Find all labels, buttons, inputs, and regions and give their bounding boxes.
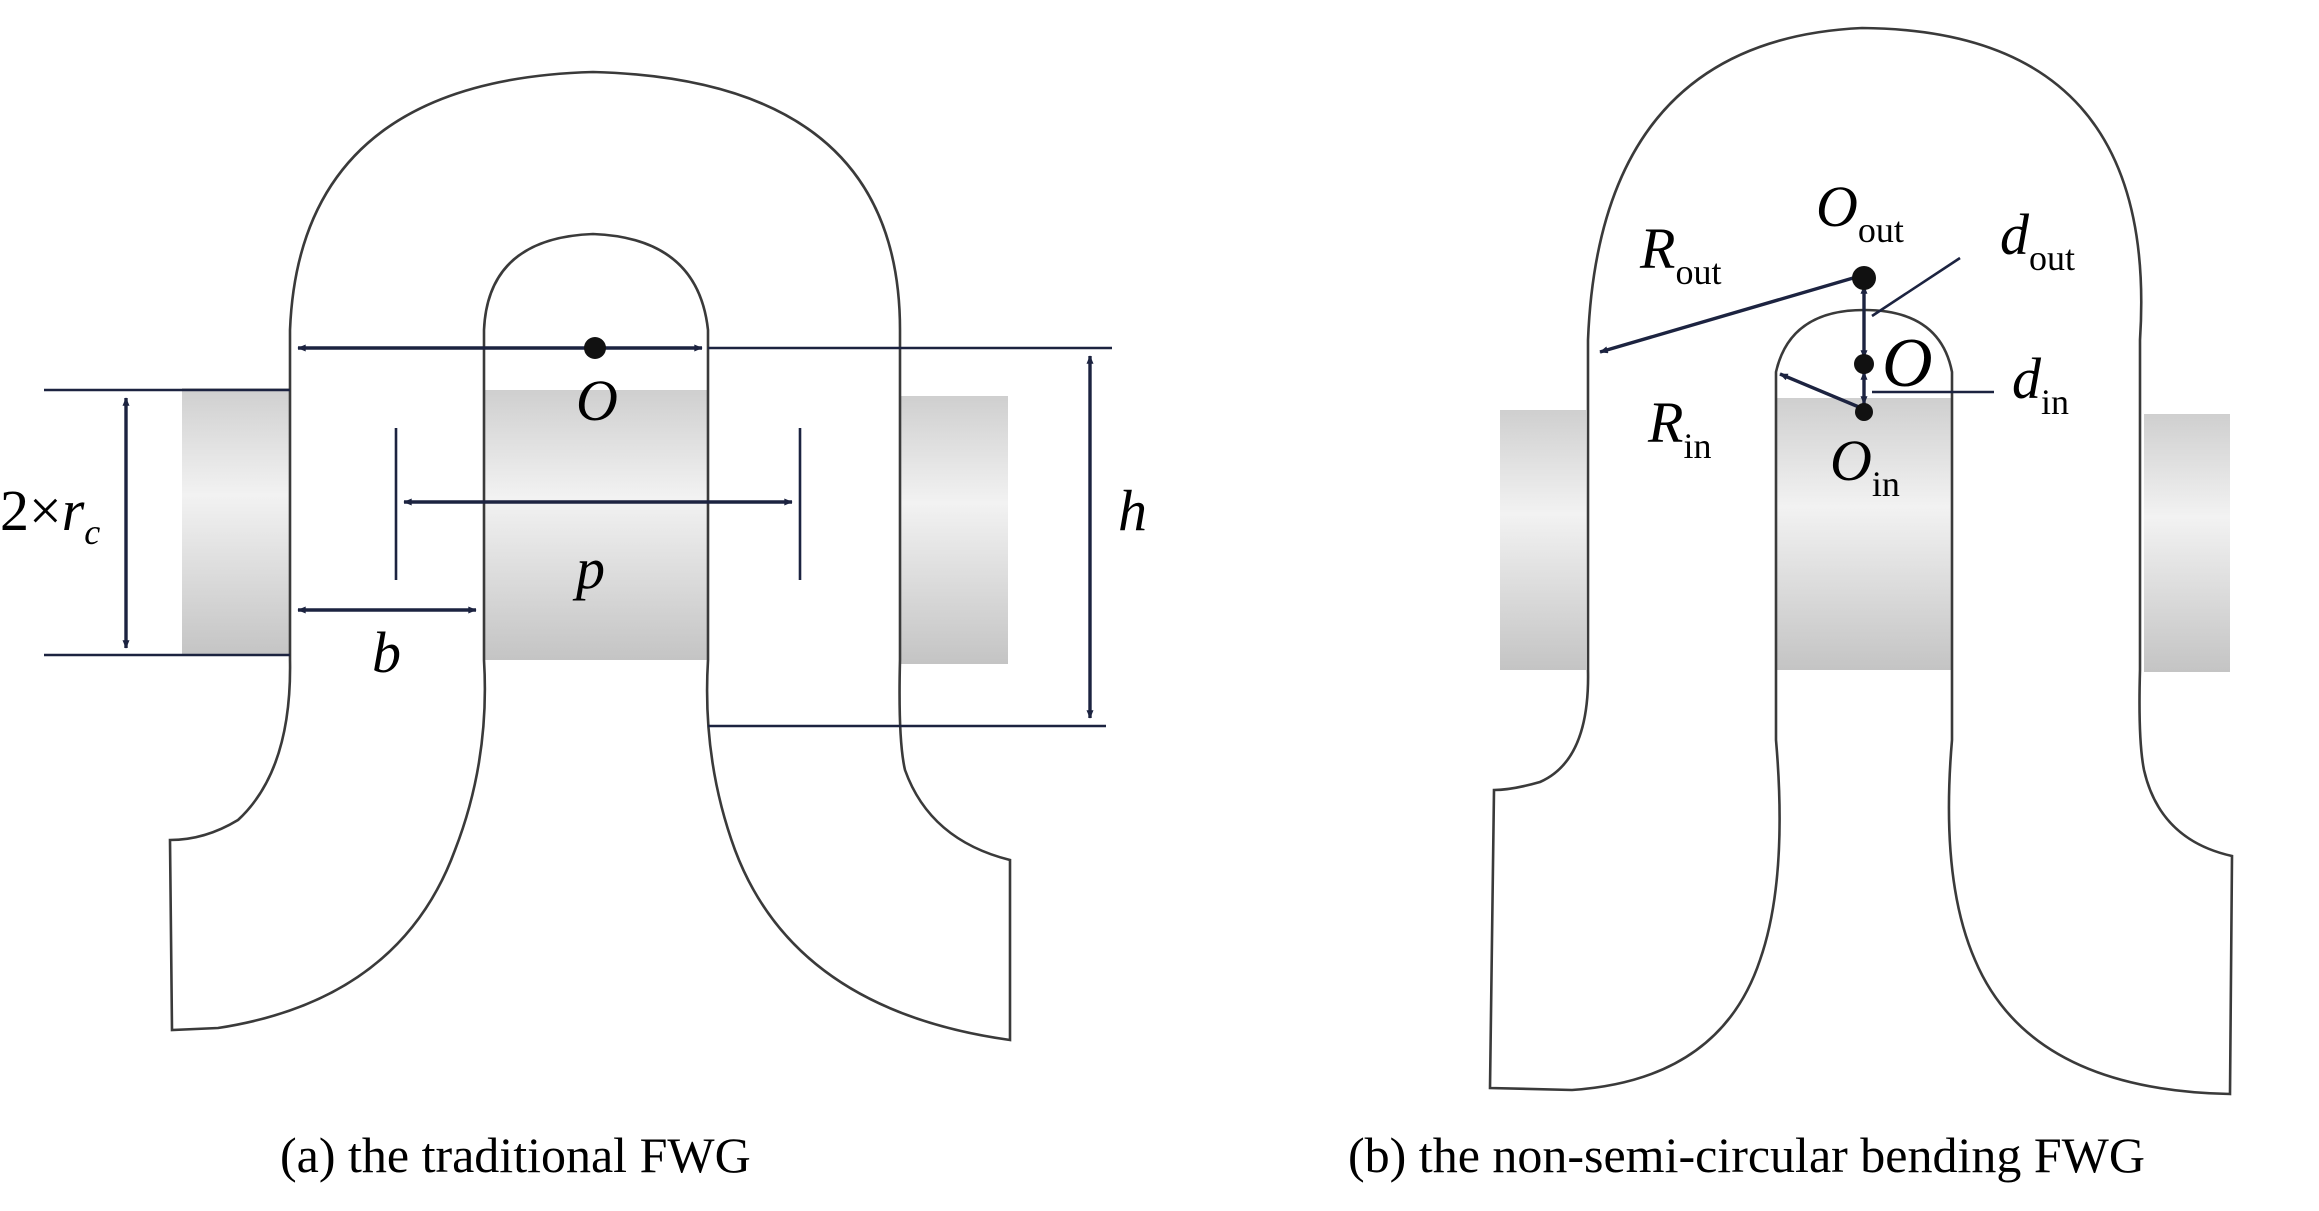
caption-a: (a) the traditional FWG xyxy=(280,1127,751,1183)
center-point-a xyxy=(584,337,606,359)
label-p: p xyxy=(572,536,605,601)
label-o-in: Oin xyxy=(1830,428,1900,504)
fwg-outline-b xyxy=(1488,26,2234,1096)
r-in-arrow xyxy=(1779,372,1867,412)
label-o-b: O xyxy=(1882,325,1933,402)
wire-middle-b xyxy=(1776,398,1952,670)
panel-a: O p b h 2×rc (a) the traditional FWG xyxy=(0,70,1147,1183)
label-2rc: 2×rc xyxy=(0,478,100,552)
point-o xyxy=(1854,354,1874,374)
label-d-out: dout xyxy=(2000,202,2075,278)
point-o-in xyxy=(1855,403,1873,421)
label-o-out: Oout xyxy=(1816,174,1904,250)
label-b: b xyxy=(372,620,401,685)
point-o-out xyxy=(1852,266,1876,290)
d-out-leader xyxy=(1871,256,1961,318)
r-out-arrow xyxy=(1599,274,1861,354)
label-h: h xyxy=(1118,478,1147,543)
fwg-outline-a xyxy=(168,70,1012,1042)
wire-right xyxy=(900,396,1008,664)
wire-left xyxy=(182,388,290,656)
wire-middle xyxy=(484,390,708,660)
label-o-a: O xyxy=(576,368,618,433)
caption-b: (b) the non-semi-circular bending FWG xyxy=(1348,1127,2145,1183)
panel-b: Rout Oout dout O din Rin Oin (b) the non… xyxy=(1348,26,2234,1183)
label-r-out: Rout xyxy=(1639,216,1721,292)
wire-left-b xyxy=(1500,410,1586,670)
wire-right-b xyxy=(2144,414,2230,672)
label-r-in: Rin xyxy=(1647,390,1711,466)
label-d-in: din xyxy=(2012,346,2069,422)
